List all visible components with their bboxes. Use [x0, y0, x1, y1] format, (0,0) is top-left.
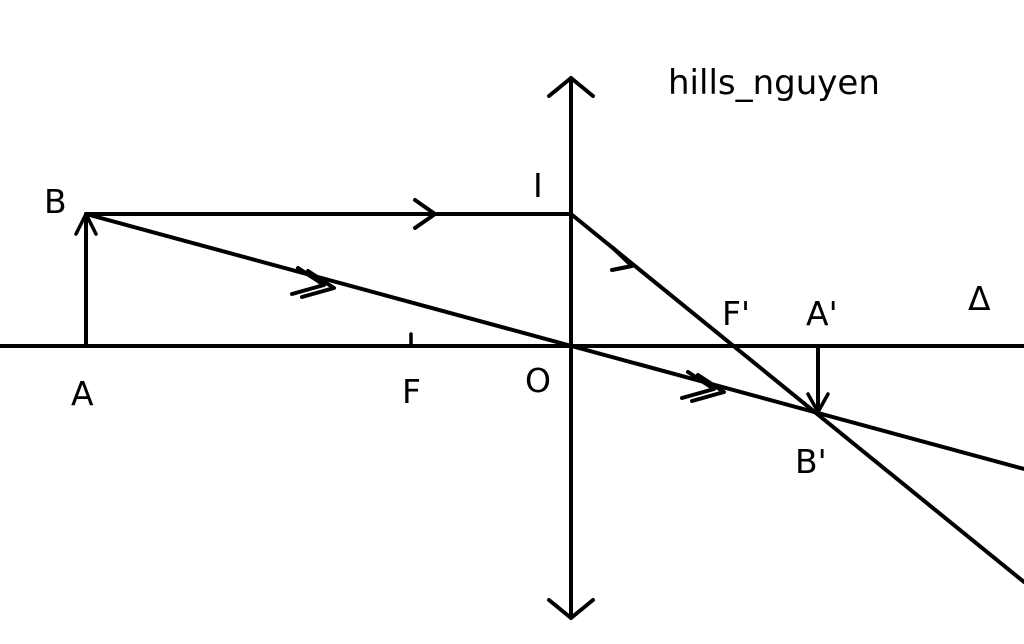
label-b-prime: B' — [795, 442, 827, 481]
label-i: I — [533, 166, 543, 205]
lens-bottom-arrowhead — [547, 598, 595, 620]
watermark-text: hills_nguyen — [668, 63, 880, 103]
label-f: F — [402, 372, 421, 411]
ray-parallel-arrow — [413, 198, 437, 230]
lens-top-arrowhead — [547, 76, 595, 98]
label-a-prime: A' — [806, 294, 838, 333]
image-arrowhead — [806, 392, 830, 414]
label-a: A — [71, 374, 94, 413]
label-f-prime: F' — [722, 294, 750, 333]
ray-refracted-arrow — [610, 246, 634, 272]
ray-center-double-arrow-4 — [690, 373, 726, 403]
ray-center-double-arrow-3 — [680, 370, 716, 400]
ray-refracted — [569, 212, 1024, 584]
label-b: B — [44, 182, 67, 221]
label-o: O — [525, 361, 551, 400]
ray-center-double-arrow-1 — [290, 266, 326, 296]
label-axis: Δ — [968, 279, 991, 318]
ray-center-double-arrow-2 — [300, 269, 336, 299]
ray-through-center — [84, 212, 1024, 471]
